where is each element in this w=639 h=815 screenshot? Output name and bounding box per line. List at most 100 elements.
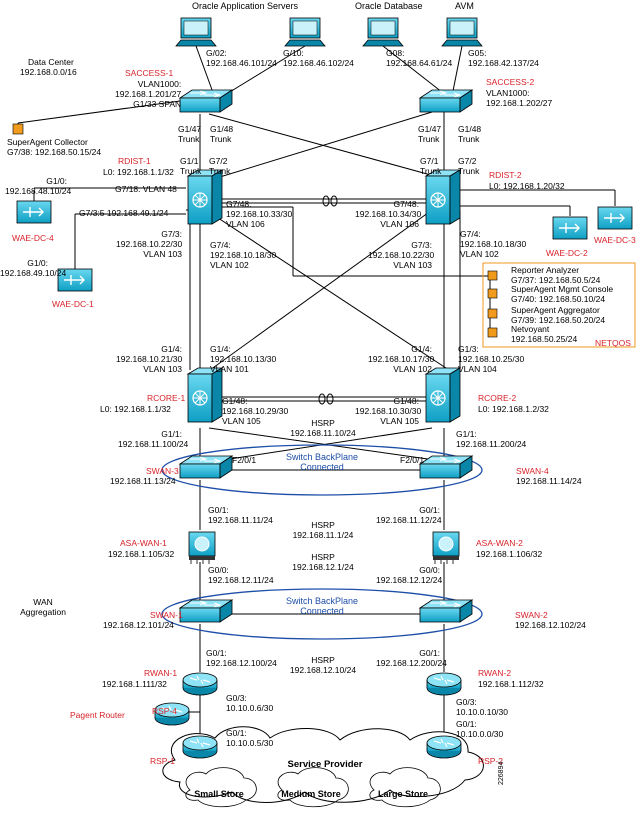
superagent-collector-label: SuperAgent Collector G7/38: 192.168.50.1… xyxy=(7,137,102,157)
rwan1-addr: 192.168.1.111/32 xyxy=(102,679,167,689)
rdist1-g10: G1/0: 192.168.48.10/24 xyxy=(5,176,72,196)
wae-dc4-label: WAE-DC-4 xyxy=(12,233,54,243)
data-center-title: Data Center xyxy=(28,57,74,67)
rcore2-name: RCORE-2 xyxy=(478,393,517,403)
rdist2-g74: G7/4: 192.168.10.18/30 VLAN 102 xyxy=(460,229,527,259)
rdist1-g748: G7/48: 192.168.10.33/30 VLAN 106 xyxy=(226,199,293,229)
rwan2-g01-link: G0/1: 192.168.12.200/24 xyxy=(376,648,447,668)
swan1-addr: 192.168.12.101/24 xyxy=(103,620,174,630)
rsp1-label: RSP-1 xyxy=(150,756,176,766)
backplane-bottom-label: Switch BackPlane Connected xyxy=(285,596,359,616)
hsrp-rwan: HSRP 192.168.12.10/24 xyxy=(289,655,357,675)
swan4-addr: 192.168.11.14/24 xyxy=(516,476,582,486)
figure-id: 226894 xyxy=(498,761,505,785)
rwan1-name: RWAN-1 xyxy=(144,668,178,678)
swan2-name: SWAN-2 xyxy=(515,610,548,620)
trunk-rd2-g72: G7/2 Trunk xyxy=(458,156,480,176)
trunk-rd1-g11: G1/1 Trunk xyxy=(180,156,202,176)
swan3-name: SWAN-3 xyxy=(146,466,179,476)
rdist1-g74: G7/4: 192.168.10.18/30 VLAN 102 xyxy=(210,240,277,270)
wan-aggregation-label: WAN Aggregation xyxy=(20,597,66,617)
wae-dc1-addr: G1/0: 192.168.49.10/24 xyxy=(0,258,67,278)
rdist1-g735: G7/3:5 192.168.49.1/24 xyxy=(79,208,169,218)
rsp4-label: RSP-4 xyxy=(152,706,178,716)
rdist1-name: RDIST-1 xyxy=(118,156,151,166)
saccess2-name: SACCESS-2 xyxy=(486,77,535,87)
rdist2-l0: L0: 192.168.1.20/32 xyxy=(489,181,565,191)
swan2-addr: 192.168.12.102/24 xyxy=(515,620,586,630)
link-g02: G/02: 192.168.46.101/24 xyxy=(206,48,277,68)
asa2-g01: G0/1: 192.168.11.12/24 xyxy=(376,505,442,525)
rdist1-g73: G7/3: 192.168.10.22/30 VLAN 103 xyxy=(116,229,183,259)
backplane-top-label: Switch BackPlane Connected xyxy=(285,452,359,472)
trunk-s1-g148: G1/48 Trunk xyxy=(210,124,234,144)
link-g05: G05: 192.168.42.137/24 xyxy=(468,48,539,68)
rcore1-g11: G1/1: 192.168.11.100/24 xyxy=(118,429,189,449)
rcore1-link-g14b: G1/4: 192.168.10.13/30 VLAN 101 xyxy=(210,344,277,374)
service-provider-label: Service Provider xyxy=(287,759,363,770)
rdist2-name: RDIST-2 xyxy=(489,170,522,180)
hsrp-asa2: HSRP 192.168.12.1/24 xyxy=(292,552,354,572)
backplane-port-right: F2/0/1 xyxy=(400,455,425,465)
rcore2-link-g14: G1/4: 192.168.10.17/30 VLAN 102 xyxy=(368,344,435,374)
rcore1-l0: L0: 192.168.1.1/32 xyxy=(100,404,171,414)
trunk-rd1-g72: G7/2 Trunk xyxy=(209,156,231,176)
netqos-reporter: Reporter Analyzer G7/37: 192.168.50.5/24 xyxy=(511,265,601,285)
store-large: Large Store xyxy=(377,789,428,799)
netqos-mgmt-console: SuperAgent Mgmt Console G7/40: 192.168.5… xyxy=(511,284,614,304)
rwan1-g01-link: G0/1: 192.168.12.100/24 xyxy=(206,648,277,668)
wae-dc3-label: WAE-DC-3 xyxy=(594,235,636,245)
data-center-subnet: 192.168.0.0/16 xyxy=(20,67,77,77)
swan4-name: SWAN-4 xyxy=(516,466,549,476)
asawan2-addr: 192.168.1.106/32 xyxy=(476,549,543,559)
asa1-g01: G0/1: 192.168.11.11/24 xyxy=(208,505,273,525)
swan1-name: SWAN-1 xyxy=(150,610,183,620)
store-small: Small Store xyxy=(194,789,244,799)
trunk-s2-g148: G1/48 Trunk xyxy=(458,124,482,144)
rdist2-g73: G7/3: 192.168.10.22/30 VLAN 103 xyxy=(368,240,435,270)
netqos-aggregator: SuperAgent Aggregator G7/39: 192.168.50.… xyxy=(511,305,606,325)
asa2-g00: G0/0: 192.168.12.12/24 xyxy=(376,565,443,585)
netqos-brand: NETQOS xyxy=(595,338,631,348)
swan3-addr: 192.168.11.13/24 xyxy=(110,476,176,486)
saccess1-info: VLAN1000: 192.168.1.201/27 G1/33 SPAN xyxy=(115,79,182,109)
rdist1-l0: L0: 192.168.1.1/32 xyxy=(103,167,174,177)
rcore2-link-g13: G1/3: 192.168.10.25/30 VLAN 104 xyxy=(458,344,525,374)
pagent-router-label: Pagent Router xyxy=(70,710,125,720)
rwan2-addr: 192.168.1.112/32 xyxy=(478,679,544,689)
asawan1-addr: 192.168.1.105/32 xyxy=(108,549,175,559)
rdist1-g718: G7/18: VLAN 48 xyxy=(115,184,177,194)
oracle-db-label: Oracle Database xyxy=(355,1,423,11)
wae-dc2-label: WAE-DC-2 xyxy=(546,248,588,258)
oracle-app-servers-label: Oracle Application Servers xyxy=(192,1,299,11)
link-g10: G/10: 192.168.46.102/24 xyxy=(283,48,354,68)
rcore2-l0: L0: 192.168.1.2/32 xyxy=(478,404,549,414)
store-medium: Medium Store xyxy=(281,789,341,799)
link-g08: G08: 192.168.64.61/24 xyxy=(386,48,453,68)
rcore1-link-g14: G1/4: 192.168.10.21/30 VLAN 103 xyxy=(116,344,183,374)
netqos-netvoyant: Netvoyant 192.168.50.25/24 xyxy=(511,324,578,344)
saccess2-info: VLAN1000: 192.168.1.202/27 xyxy=(486,88,553,108)
wae-dc1-label: WAE-DC-1 xyxy=(52,299,94,309)
rwan2-name: RWAN-2 xyxy=(478,668,512,678)
rwan1-g01: G0/1: 10.10.0.5/30 xyxy=(226,728,274,748)
asawan2-name: ASA-WAN-2 xyxy=(476,538,523,548)
trunk-rd2-g71: G7/1 Trunk xyxy=(420,156,442,176)
rwan2-g03: G0/3: 10.10.0.10/30 xyxy=(456,697,508,717)
rsp2-label: RSP-2 xyxy=(478,756,504,766)
rwan1-g03: G0/3: 10.10.0.6/30 xyxy=(226,693,274,713)
asawan1-name: ASA-WAN-1 xyxy=(120,538,167,548)
hsrp-asa1: HSRP 192.168.11.1/24 xyxy=(292,520,354,540)
rcore2-g11: G1/1: 192.168.11.200/24 xyxy=(456,429,527,449)
avm-label: AVM xyxy=(455,1,474,11)
trunk-s2-g147: G1/47 Trunk xyxy=(418,124,442,144)
rwan2-g01: G0/1: 10.10.0.0/30 xyxy=(456,719,504,739)
asa1-g00: G0/0: 192.168.12.11/24 xyxy=(208,565,274,585)
rcore1-g148: G1/48: 192.168.10.29/30 VLAN 105 xyxy=(222,396,289,426)
rcore2-g148: G1/48: 192.168.10.30/30 VLAN 105 xyxy=(355,396,422,426)
backplane-port-left: F2/0/1 xyxy=(232,455,257,465)
rcore1-name: RCORE-1 xyxy=(147,393,186,403)
saccess1-name: SACCESS-1 xyxy=(125,68,174,78)
